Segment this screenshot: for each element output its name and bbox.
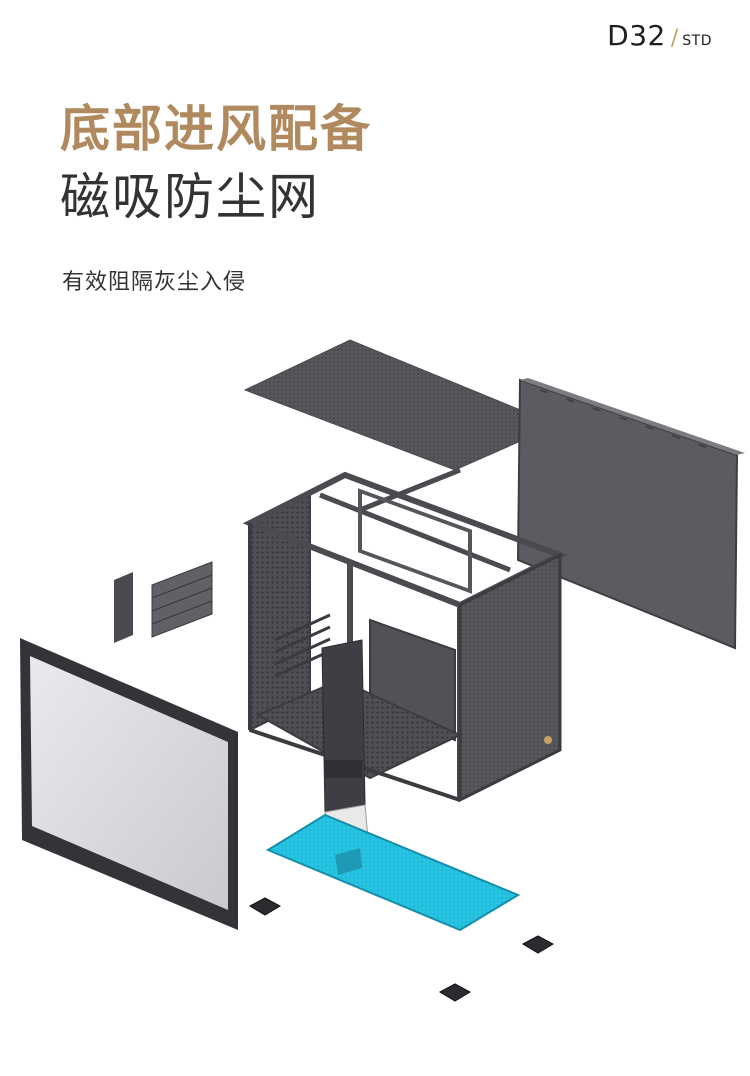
top-mesh-panel bbox=[243, 339, 559, 471]
exploded-view-illustration bbox=[20, 339, 745, 1002]
tempered-glass-panel bbox=[20, 638, 238, 930]
brand-divider: / bbox=[670, 26, 679, 51]
case-frame bbox=[242, 467, 568, 803]
side-panel bbox=[516, 378, 745, 650]
headline-secondary: 磁吸防尘网 bbox=[60, 168, 320, 226]
gpu-riser bbox=[321, 639, 369, 846]
subtitle: 有效阻隔灰尘入侵 bbox=[62, 270, 247, 295]
brand-logo: D32 / STD bbox=[607, 22, 712, 50]
brand-model: D32 bbox=[607, 19, 666, 52]
headline-primary: 底部进风配备 bbox=[60, 100, 372, 158]
pci-brackets bbox=[114, 561, 213, 643]
rubber-feet bbox=[248, 897, 555, 1002]
bottom-dust-filter bbox=[265, 813, 521, 932]
brand-variant: STD bbox=[682, 33, 712, 49]
